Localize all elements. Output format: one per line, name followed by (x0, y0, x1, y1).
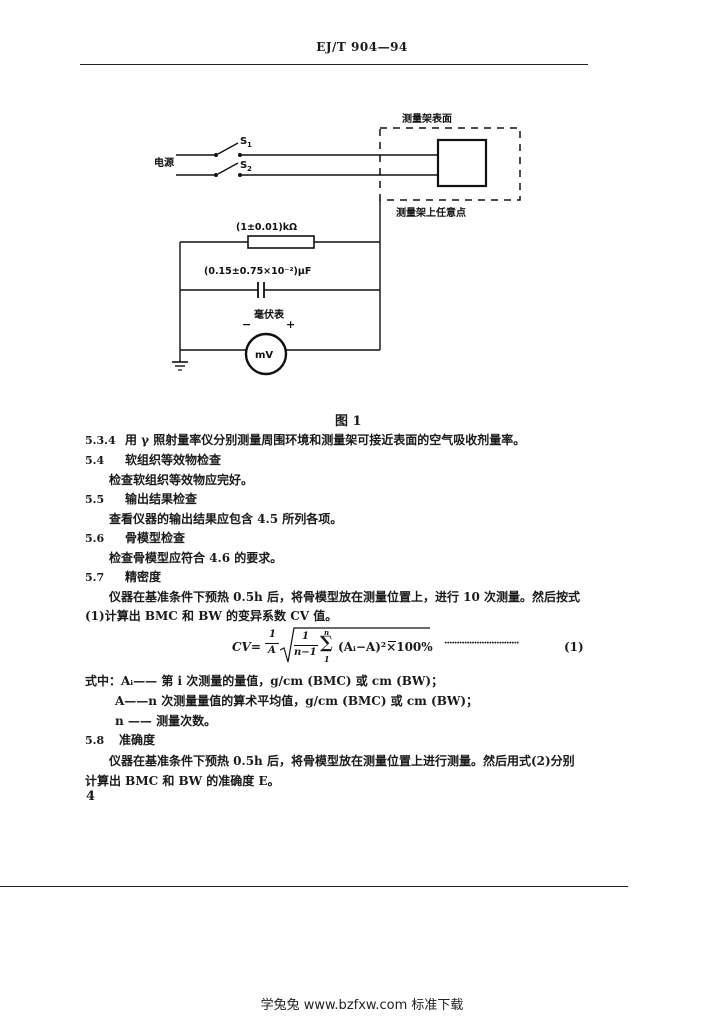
section-line: 查看仪器的输出结果应包含 4.5 所列各项。 (109, 512, 343, 526)
header-rule (80, 64, 588, 65)
surface-label: 测量架表面 (402, 112, 452, 125)
circuit-diagram: 测量架表面 S 1 S 2 电源 测量架上任意点 (1±0.01)kΩ (0.1… (154, 112, 521, 376)
svg-text:−: − (242, 318, 251, 331)
formula-1: CV= 1 A 1 n−1 n ∑ 1 (Aᵢ−A)²×100% ·······… (232, 627, 584, 664)
site-footer: 学兔兔 www.bzfxw.com 标准下载 (260, 998, 464, 1013)
bottom-rule (0, 886, 628, 887)
figure-caption: 图 1 (335, 414, 362, 429)
svg-text:+: + (286, 318, 295, 331)
page-number: 4 (86, 789, 96, 804)
svg-text:mV: mV (255, 350, 273, 361)
power-label: 电源 (154, 156, 174, 169)
switch-s2 (217, 162, 239, 175)
measurement-surface-box (436, 138, 488, 188)
section-line: 计算出 BMC 和 BW 的准确度 E。 (85, 774, 280, 788)
point-label: 测量架上任意点 (396, 206, 466, 219)
capacitor-label: (0.15±0.75×10⁻²)μF (204, 266, 311, 277)
section-line: 检查软组织等效物应完好。 (109, 473, 254, 487)
millivoltmeter (244, 332, 288, 376)
definitions: 式中：Aᵢ—— 第 i 次测量的量值，g/cm (BMC) 或 cm (BW)；… (85, 672, 478, 730)
svg-text:1: 1 (247, 141, 252, 149)
switch-s1 (217, 142, 239, 155)
document-code: EJ/T 904—94 (316, 40, 408, 54)
svg-text:S: S (240, 160, 247, 171)
definition-line: n —— 测量次数。 (115, 714, 217, 728)
section-line: 仪器在基准条件下预热 0.5h 后，将骨模型放在测量位置上进行测量。然后用式(2… (109, 754, 575, 768)
resistor (247, 235, 315, 249)
section-line: 仪器在基准条件下预热 0.5h 后，将骨模型放在测量位置上，进行 10 次测量。… (109, 590, 581, 604)
definition-line: A——n 次测量量值的算术平均值，g/cm (BMC) 或 cm (BW)； (115, 694, 479, 708)
resistor-label: (1±0.01)kΩ (236, 222, 297, 233)
section-line: (1)计算出 BMC 和 BW 的变异系数 CV 值。 (85, 609, 338, 623)
section-line: 检查骨模型应符合 4.6 的要求。 (109, 551, 283, 565)
measurement-frame (379, 127, 521, 201)
meter-name: 毫伏表 (254, 308, 285, 321)
svg-text:2: 2 (247, 165, 252, 173)
svg-text:S: S (240, 136, 247, 147)
definition-line: 式中：Aᵢ—— 第 i 次测量的量值，g/cm (BMC) 或 cm (BW)； (85, 674, 444, 688)
